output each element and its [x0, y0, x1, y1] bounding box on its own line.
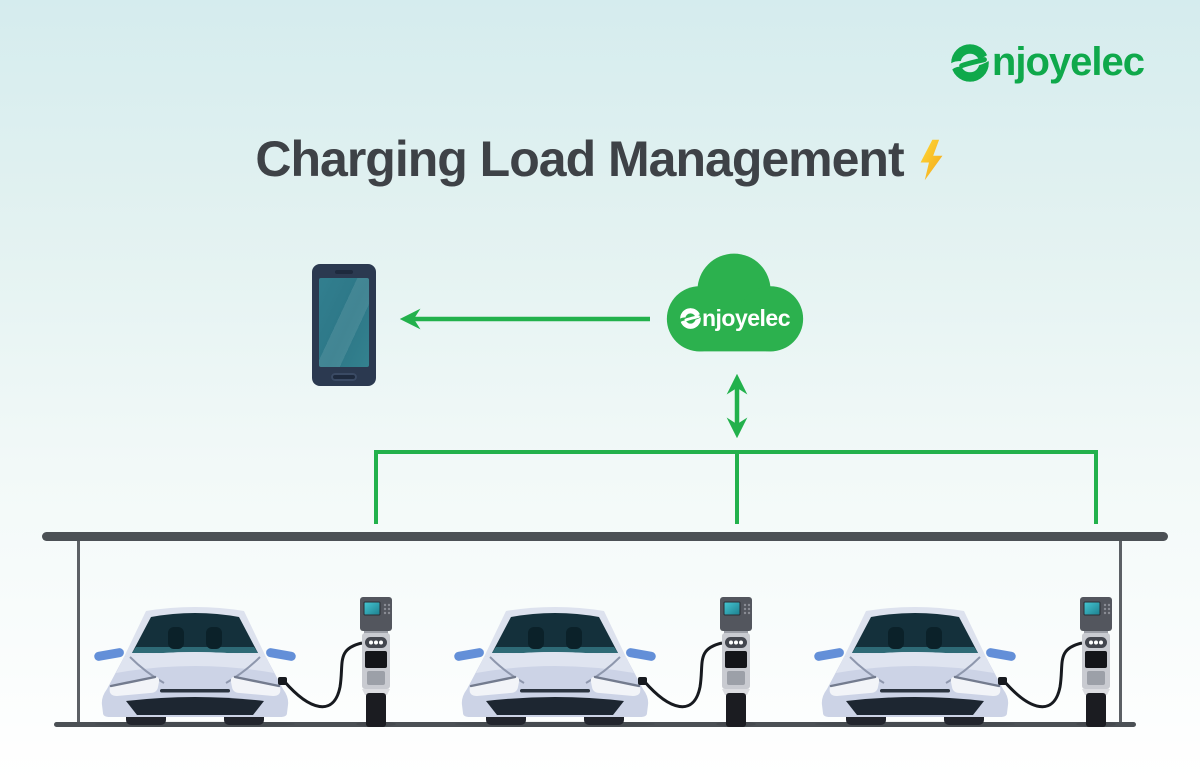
- page-title: Charging Load Management: [0, 130, 1200, 188]
- cloud-brand-label: njoyelec: [656, 305, 814, 332]
- charging-cable: [642, 641, 723, 708]
- charging-bay: [92, 596, 397, 727]
- ev-charger-illustration: [715, 596, 757, 727]
- charging-bay: [452, 596, 757, 727]
- ev-car-illustration: [812, 605, 1018, 727]
- charging-plug: [278, 677, 287, 685]
- charging-cable: [282, 641, 363, 708]
- canopy-roof: [42, 532, 1168, 541]
- charging-cable: [1002, 641, 1083, 708]
- charging-plug: [638, 677, 647, 685]
- brand-logo: njoyelec: [951, 40, 1145, 85]
- brand-wordmark-text: njoyelec: [991, 40, 1145, 84]
- cloud-node: njoyelec: [656, 243, 814, 365]
- phone-speaker: [335, 270, 353, 274]
- cloud-icon: [666, 253, 804, 352]
- support-post-right: [1119, 541, 1122, 724]
- lightning-bolt-icon: [920, 139, 943, 181]
- page-title-text: Charging Load Management: [255, 131, 904, 187]
- cloud-brand-e-icon: [680, 308, 701, 329]
- ev-car-illustration: [92, 605, 298, 727]
- cloud-brand-label-text: njoyelec: [701, 305, 791, 331]
- smartphone-illustration: [312, 264, 376, 386]
- ev-car-illustration: [452, 605, 658, 727]
- support-post-left: [77, 541, 80, 724]
- charging-plug: [998, 677, 1007, 685]
- ev-charger-illustration: [355, 596, 397, 727]
- ev-charger-illustration: [1075, 596, 1117, 727]
- bus-line: [374, 450, 1098, 524]
- phone-screen: [319, 278, 369, 367]
- phone-home-button: [331, 373, 357, 381]
- charging-bay: [812, 596, 1117, 727]
